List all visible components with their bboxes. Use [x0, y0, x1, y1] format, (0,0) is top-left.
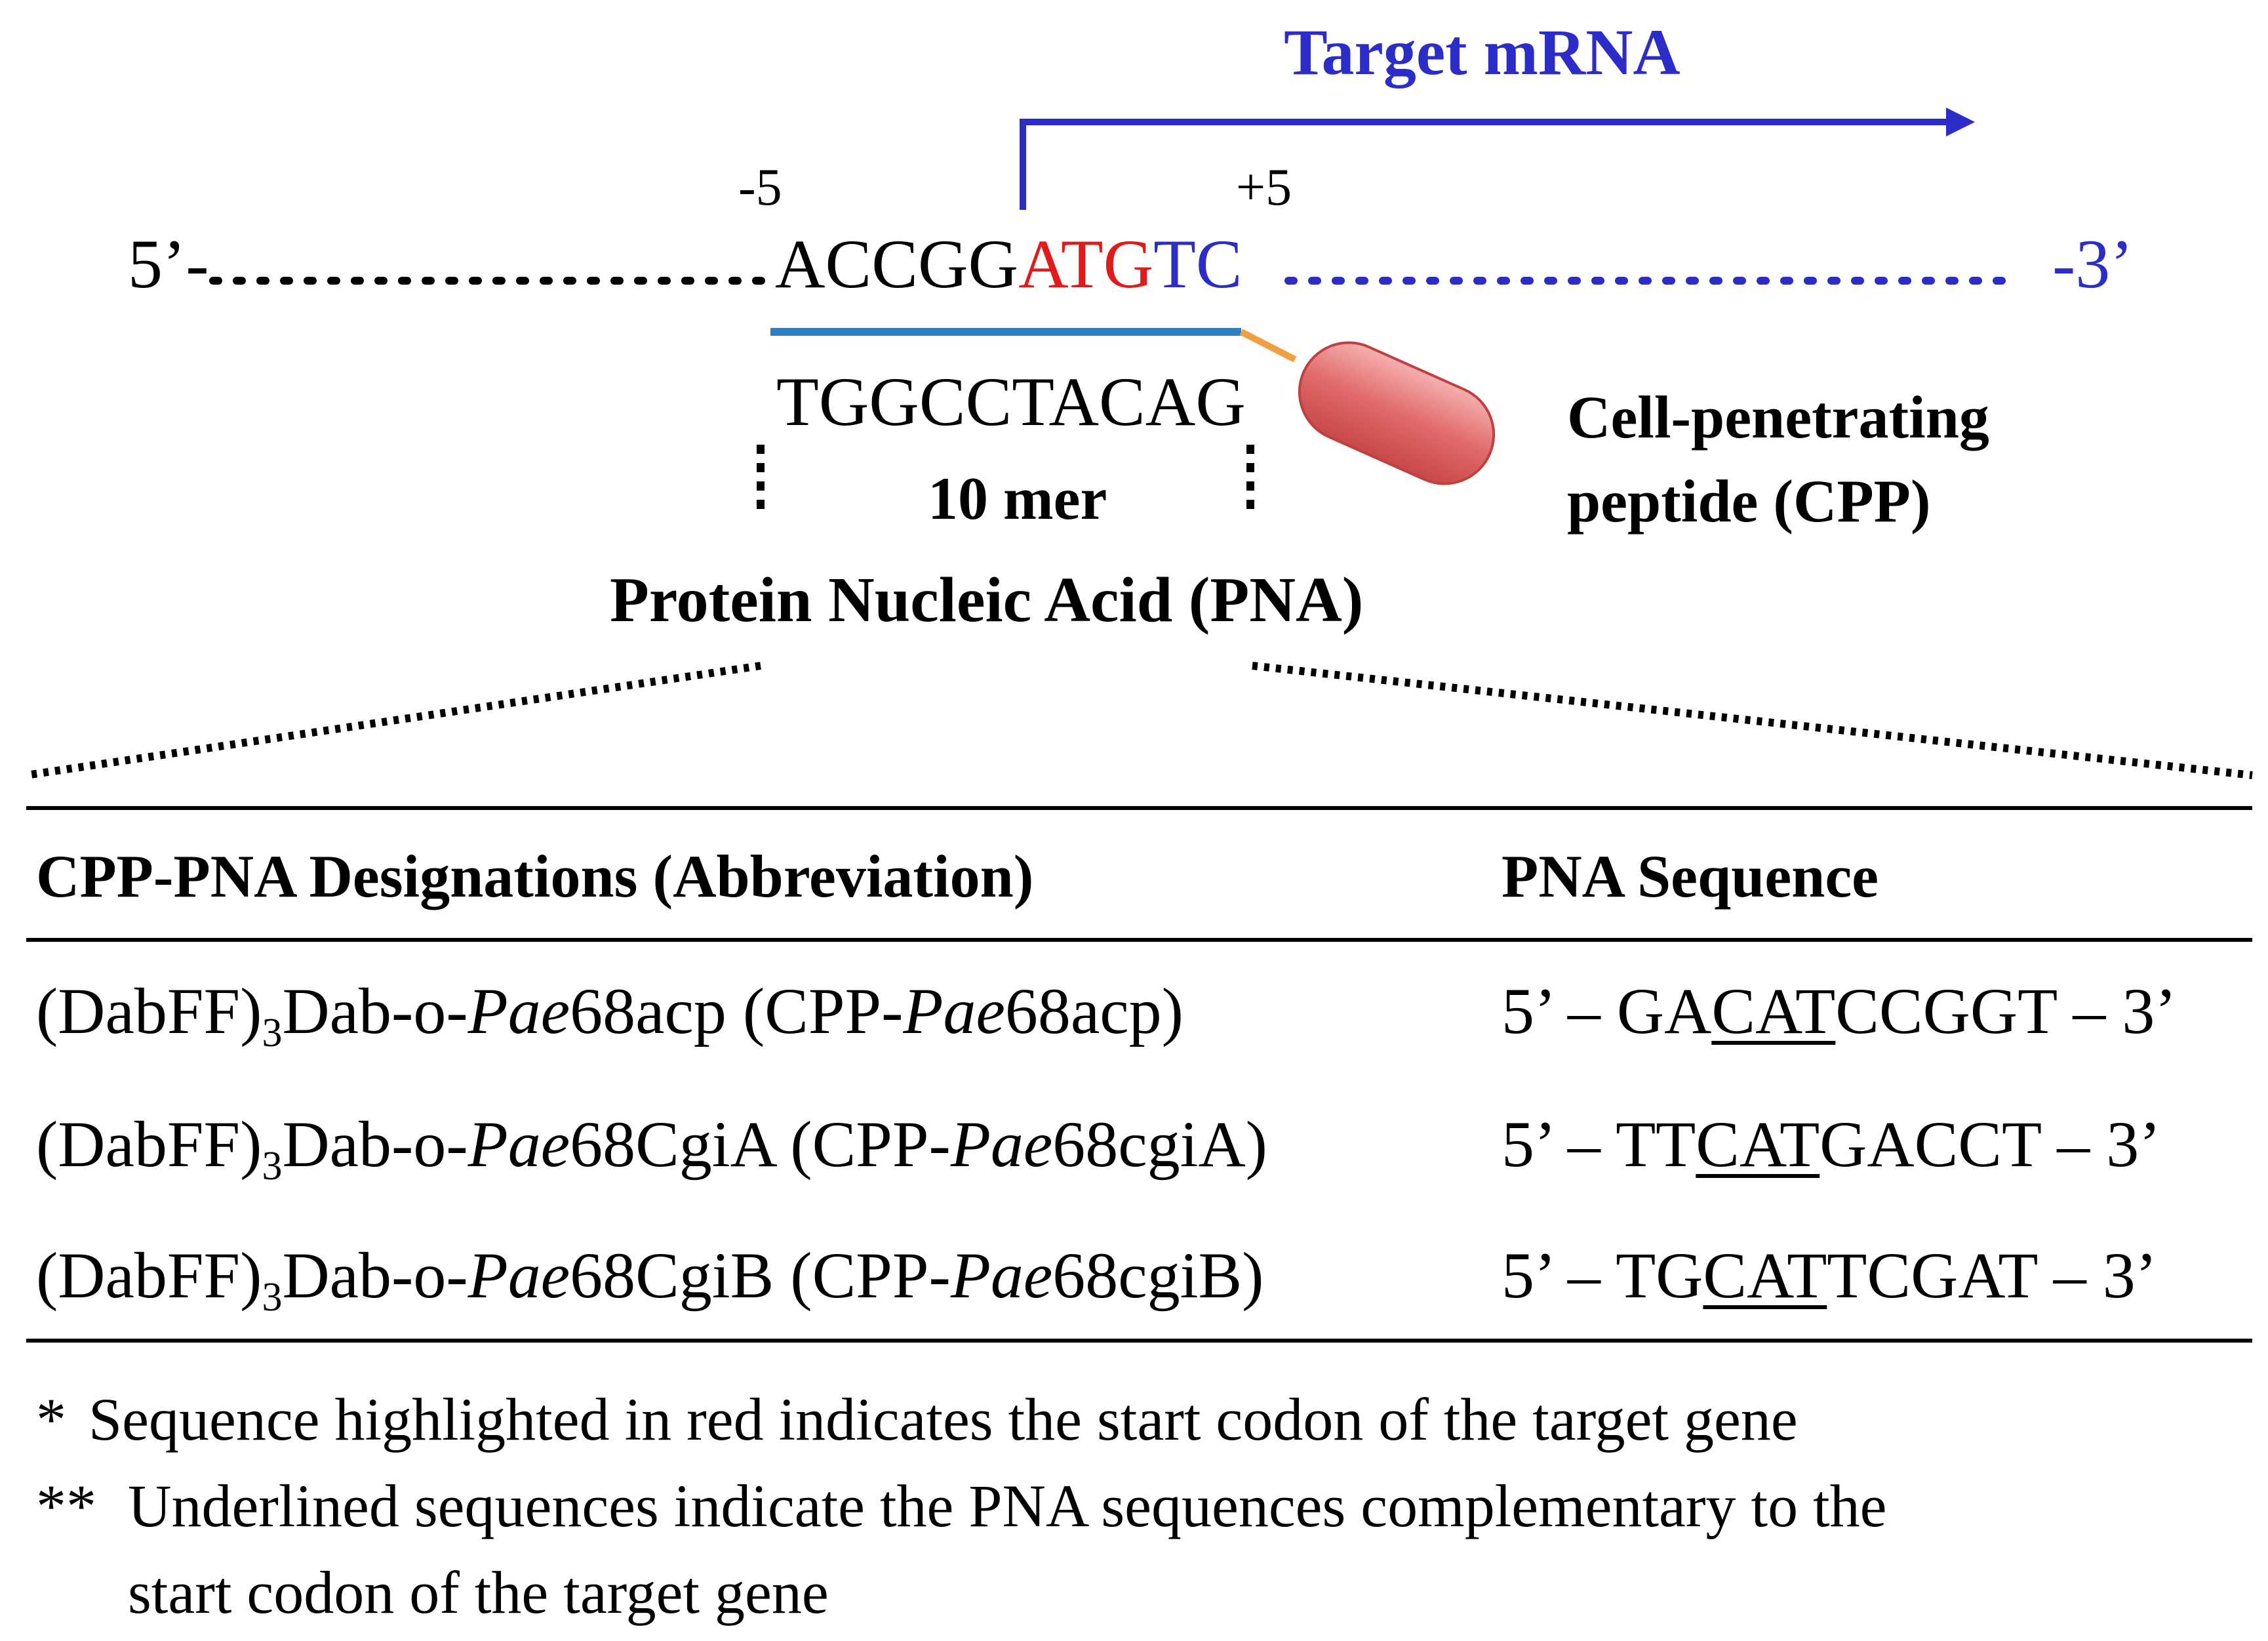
- abbrev-species: Pae: [903, 975, 1005, 1047]
- table-row-sequence: 5’ – TTCATGACCT – 3’: [1502, 1112, 2161, 1177]
- designation-subscript: 3: [262, 1010, 283, 1055]
- table-row-designation: (DabFF)3Dab-o-Pae68CgiB (CPP-Pae68cgiB): [36, 1243, 1263, 1318]
- cpp-linker: [1239, 329, 1297, 363]
- abbrev-gene: 68acp): [1005, 975, 1184, 1047]
- footnote-text-1: Sequence highlighted in red indicates th…: [89, 1386, 1798, 1453]
- designation-species: Pae: [468, 975, 570, 1047]
- pna-sequence: TGGCCTACAG: [776, 363, 1246, 440]
- abbrev-gene: 68cgiB): [1052, 1239, 1264, 1312]
- mer-label: 10 mer: [928, 465, 1107, 532]
- footnote-text-2-cont: start codon of the target gene: [128, 1559, 829, 1626]
- cpp-label-line2: peptide (CPP): [1567, 468, 1931, 535]
- designation-prefix: (DabFF): [36, 1108, 262, 1181]
- cpp-label-line1: Cell-penetrating: [1567, 384, 1989, 451]
- designation-species: Pae: [468, 1239, 570, 1312]
- zoom-dots-right: [1252, 662, 2253, 779]
- designation-prefix: (DabFF): [36, 1239, 262, 1312]
- footnote-text-2: Underlined sequences indicate the PNA se…: [128, 1472, 1887, 1539]
- target-mrna-arrow: [1020, 108, 1975, 210]
- zoom-dots-left: [26, 662, 761, 779]
- mrna-sequence: ACCGGATGTC: [775, 230, 1243, 299]
- seq-suffix: CCGGT – 3’: [1835, 975, 2177, 1047]
- seq-suffix: GACCT – 3’: [1820, 1108, 2161, 1181]
- abbrev-species: Pae: [950, 1239, 1053, 1312]
- footnote-mark-1: *: [36, 1386, 66, 1453]
- designation-mid: Dab-o-: [282, 1239, 468, 1312]
- pna-label: Protein Nucleic Acid (PNA): [610, 565, 1364, 636]
- seq-underlined-codon: CAT: [1696, 1108, 1820, 1181]
- mrna-seq-blue: TC: [1153, 226, 1243, 302]
- seq-prefix: 5’ – TG: [1502, 1239, 1703, 1312]
- position-plus-5: +5: [1236, 159, 1292, 216]
- mrna-three-prime: -3’: [2052, 226, 2134, 302]
- table-row-sequence: 5’ – GACATCCGGT – 3’: [1502, 979, 2177, 1044]
- seq-suffix: TCGAT – 3’: [1827, 1239, 2158, 1312]
- table-row-sequence: 5’ – TGCATTCGAT – 3’: [1502, 1243, 2157, 1308]
- footnote-mark-2: **: [36, 1472, 96, 1539]
- mrna-seq-black: ACCGG: [775, 226, 1019, 302]
- designation-gene: 68acp (CPP-: [570, 975, 904, 1047]
- designation-prefix: (DabFF): [36, 975, 262, 1047]
- abbrev-gene: 68cgiA): [1052, 1108, 1267, 1181]
- position-minus-5: -5: [738, 159, 782, 216]
- designation-mid: Dab-o-: [282, 975, 468, 1047]
- designation-species: Pae: [468, 1108, 570, 1181]
- designation-gene: 68CgiB (CPP-: [570, 1239, 951, 1312]
- designation-gene: 68CgiA (CPP-: [570, 1108, 951, 1181]
- table-header-designation: CPP-PNA Designations (Abbreviation): [36, 843, 1034, 910]
- table-header-sequence: PNA Sequence: [1502, 843, 1879, 910]
- cpp-capsule: [1298, 341, 1496, 485]
- designation-subscript: 3: [262, 1274, 283, 1320]
- seq-underlined-codon: CAT: [1703, 1239, 1827, 1312]
- mrna-five-prime: 5’-: [128, 226, 209, 302]
- seq-prefix: 5’ – TT: [1502, 1108, 1696, 1181]
- seq-underlined-codon: CAT: [1711, 975, 1836, 1047]
- table-row-designation: (DabFF)3Dab-o-Pae68CgiA (CPP-Pae68cgiA): [36, 1112, 1267, 1186]
- table-row-designation: (DabFF)3Dab-o-Pae68acp (CPP-Pae68acp): [36, 979, 1184, 1053]
- target-mrna-label: Target mRNA: [1284, 16, 1681, 89]
- seq-prefix: 5’ – GA: [1502, 975, 1712, 1047]
- designation-mid: Dab-o-: [282, 1108, 468, 1181]
- abbrev-species: Pae: [950, 1108, 1053, 1181]
- start-codon: ATG: [1018, 226, 1154, 302]
- designation-subscript: 3: [262, 1143, 283, 1188]
